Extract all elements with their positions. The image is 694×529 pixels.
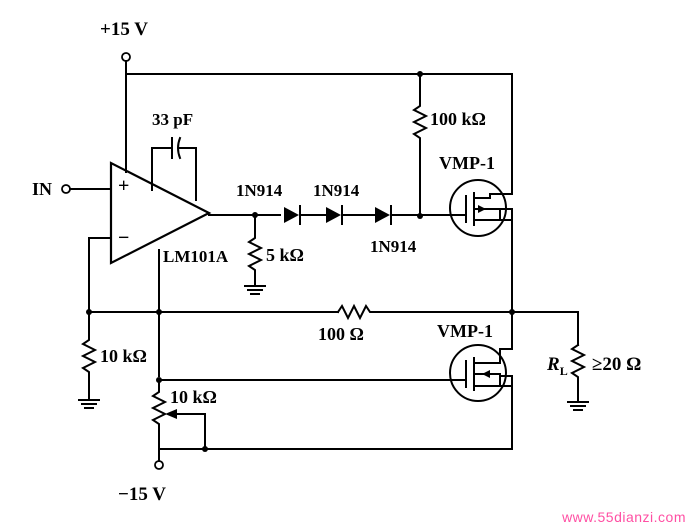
label-opamp-plus: +: [118, 175, 130, 197]
label-mosfet-top: VMP-1: [439, 153, 495, 173]
potentiometer-10k: [150, 311, 513, 470]
label-load-spec: ≥20 Ω: [592, 354, 642, 375]
label-opamp: LM101A: [163, 247, 229, 266]
resistor-5k: [244, 214, 266, 295]
label-load-subscript: L: [559, 364, 568, 378]
feedback-wire: [86, 237, 112, 315]
positive-rail: [121, 52, 513, 195]
resistor-100: [336, 303, 579, 346]
label-r-5k: 5 kΩ: [266, 245, 304, 265]
resistor-100k: [411, 99, 429, 217]
input-terminal: [61, 184, 112, 194]
resistor-10k-left: [78, 311, 100, 409]
label-cap: 33 pF: [152, 110, 194, 129]
label-diode-3: 1N914: [370, 237, 417, 256]
output-node: [509, 219, 515, 350]
opamp-lm101a: [109, 161, 212, 265]
label-vminus: −15 V: [118, 484, 166, 505]
label-diode-1: 1N914: [236, 181, 283, 200]
label-r-100k: 100 kΩ: [430, 109, 486, 129]
label-input: IN: [32, 179, 53, 199]
mosfet-bottom: [449, 344, 513, 450]
capacitor-33pf: [151, 136, 197, 201]
label-opamp-minus: −: [118, 227, 130, 249]
diode-1: [284, 205, 327, 225]
label-diode-2: 1N914: [313, 181, 360, 200]
mosfet-top: [449, 179, 513, 237]
label-vplus: +15 V: [100, 19, 148, 40]
label-r-100: 100 Ω: [318, 324, 364, 344]
label-load-r: RL: [547, 354, 568, 378]
label-mosfet-bottom: VMP-1: [437, 321, 493, 341]
diode-2: [326, 205, 376, 225]
label-pot-10k: 10 kΩ: [170, 387, 217, 407]
diode-3: [375, 205, 453, 225]
watermark: www.55dianzi.com: [562, 509, 686, 525]
output-line: [208, 212, 281, 218]
load-resistor: [567, 343, 589, 411]
label-r-10k-left: 10 kΩ: [100, 346, 147, 366]
